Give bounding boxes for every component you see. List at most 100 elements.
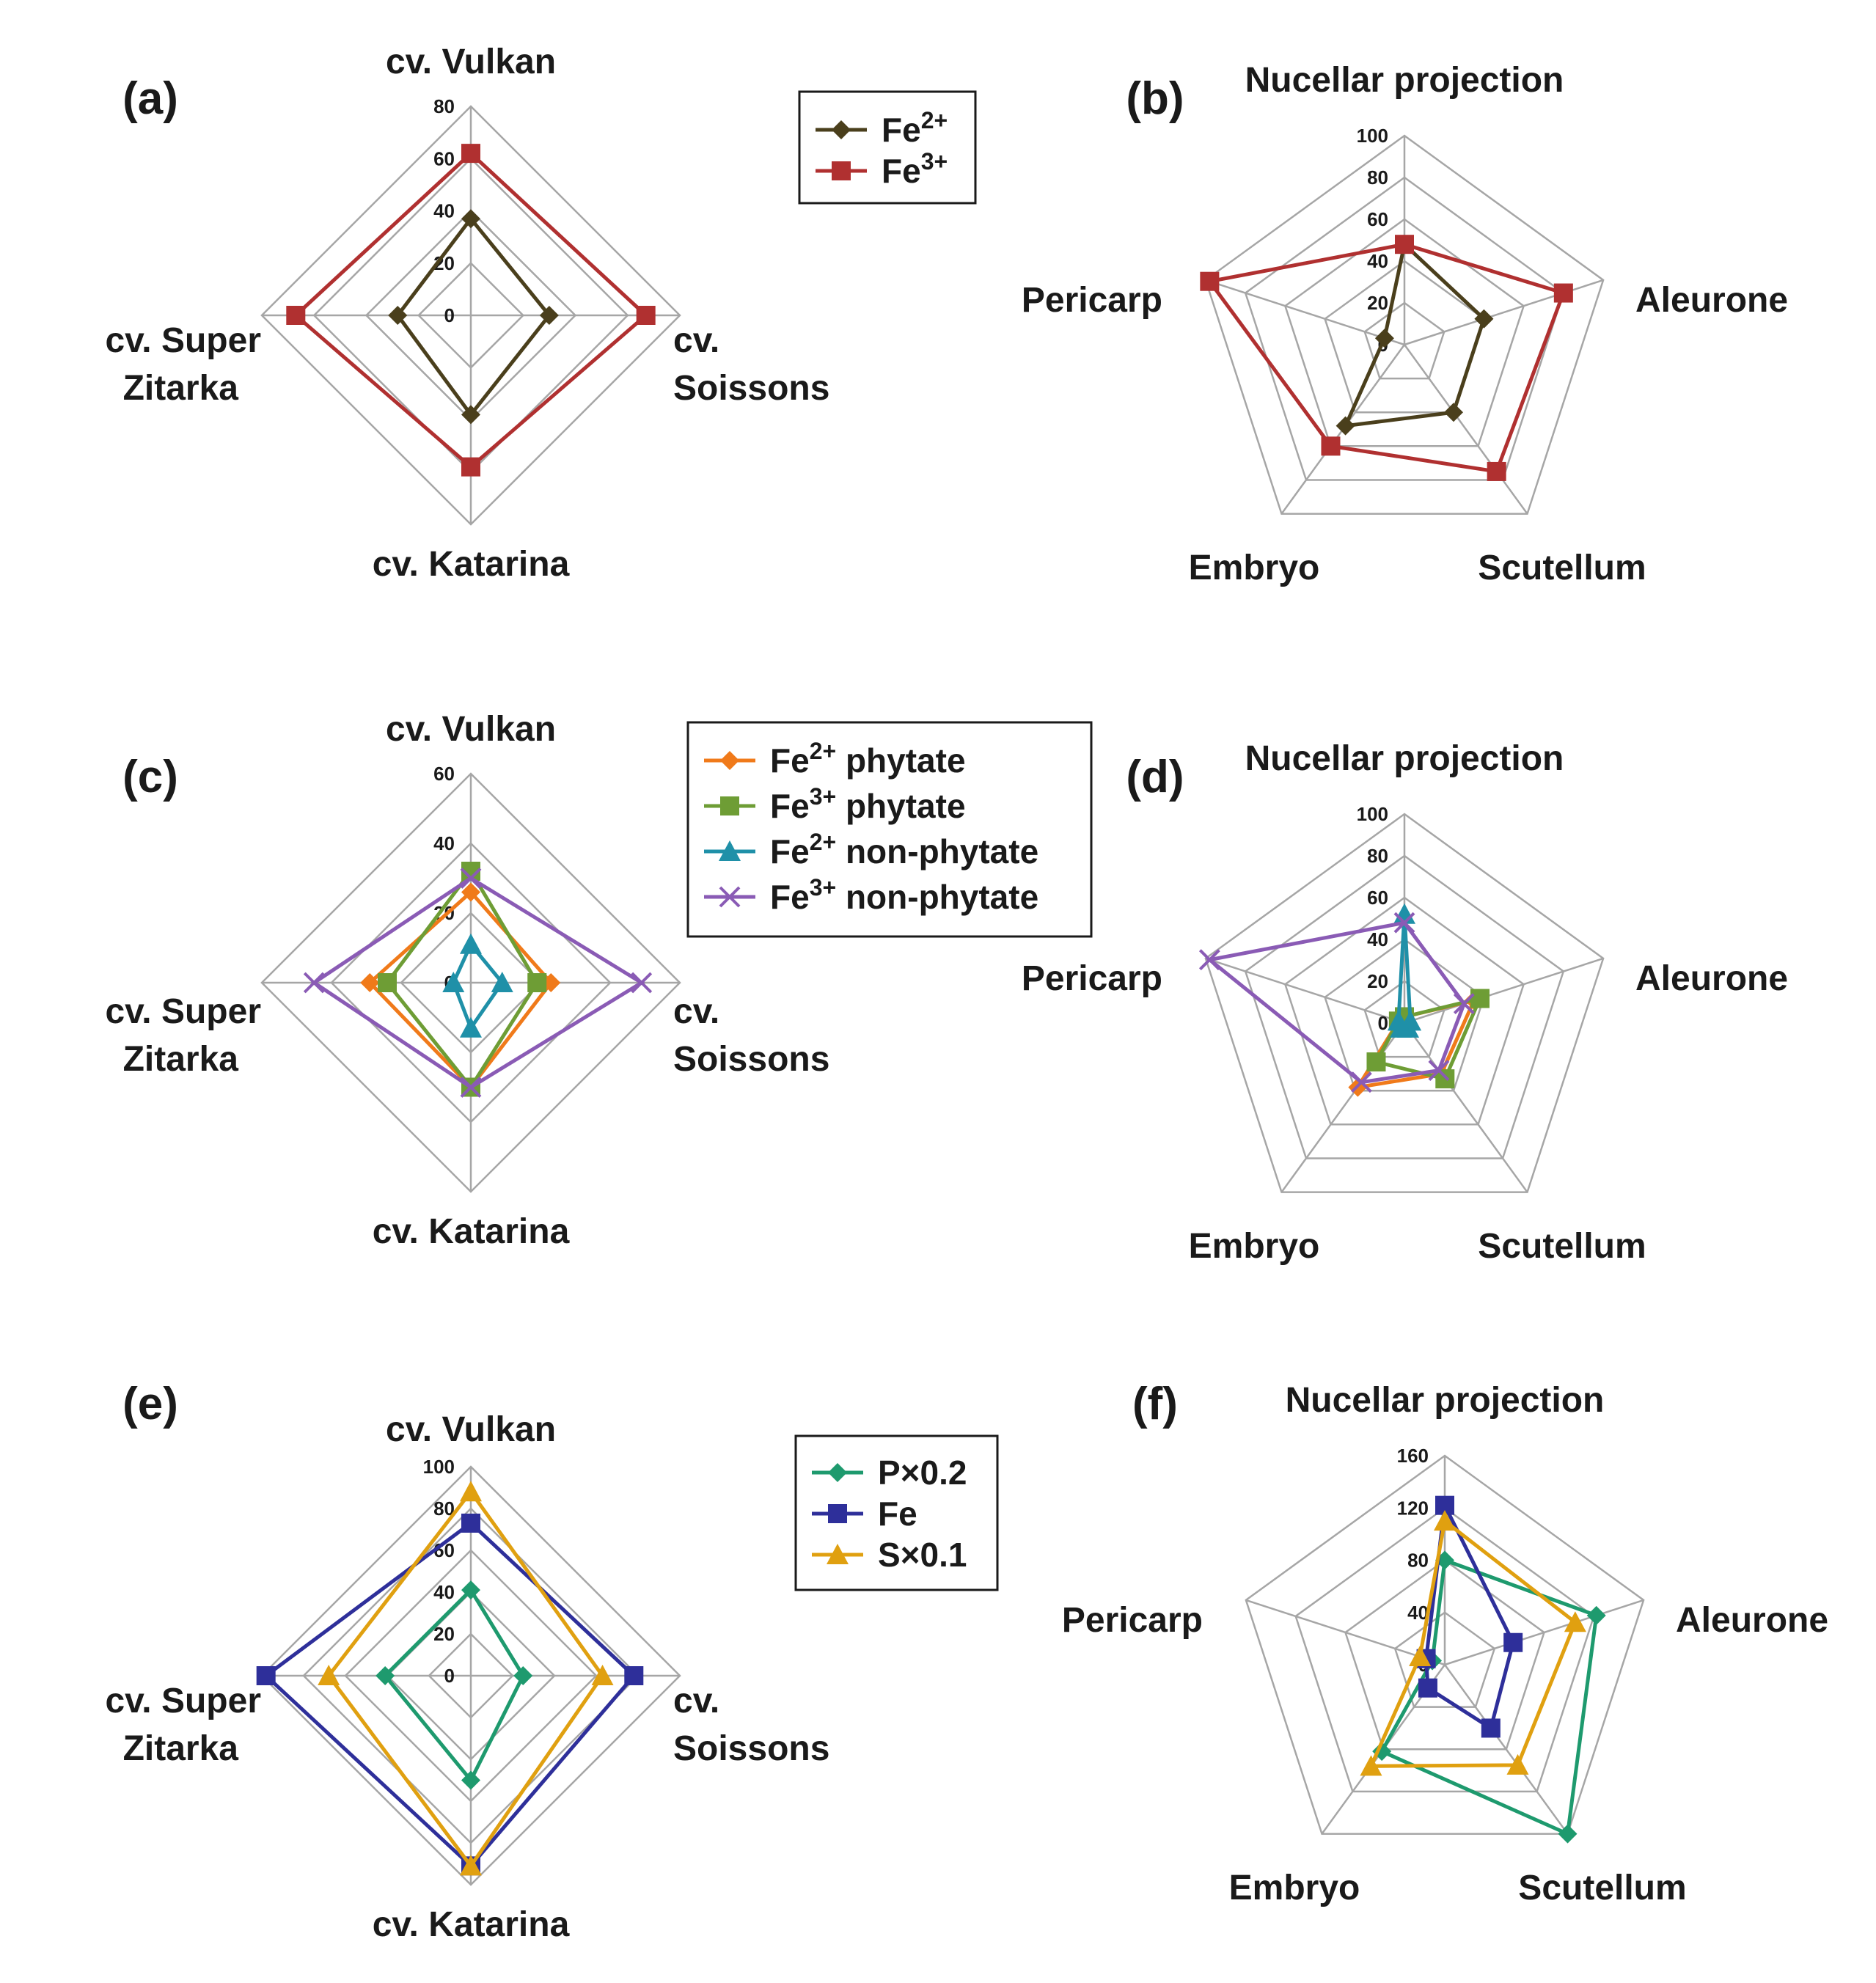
- grid-spoke: [1403, 344, 1528, 515]
- axis-label: Soissons: [673, 1040, 829, 1079]
- grid-spoke: [1404, 279, 1604, 346]
- tick-label: 60: [1367, 887, 1388, 909]
- axis-label: cv. Vulkan: [386, 710, 556, 749]
- axis-label: Scutellum: [1518, 1869, 1686, 1907]
- axis-label: cv. Katarina: [373, 1905, 570, 1944]
- data-point: [1553, 283, 1573, 303]
- data-point: [360, 973, 380, 992]
- tick-label: 120: [1397, 1497, 1429, 1519]
- legend-label: Fe2+: [882, 107, 948, 149]
- tick-label: 160: [1397, 1445, 1429, 1467]
- axis-label: Nucellar projection: [1245, 61, 1564, 100]
- legend-marker: [719, 840, 741, 861]
- legend-box: [686, 721, 1093, 938]
- panel-label: (a): [122, 73, 178, 124]
- legend-marker: [827, 1544, 849, 1564]
- data-point: [1487, 461, 1506, 481]
- grid-ring: [1363, 980, 1446, 1058]
- series-Fe3-non-phytate: [1198, 912, 1475, 1093]
- axis-label: Zitarka: [123, 369, 239, 408]
- series-P-0-2: [375, 1580, 533, 1790]
- axis-label: cv. Vulkan: [386, 1410, 556, 1449]
- radar-panel-f: 04080120160(f)Nucellar projectionAleuron…: [1062, 1379, 1828, 1907]
- series-Fe3-phytate: [378, 862, 547, 1097]
- data-point: [461, 1580, 480, 1600]
- grid-ring: [1283, 896, 1525, 1126]
- legend-a: Fe2+Fe3+: [798, 90, 977, 205]
- grid-spoke: [1205, 957, 1405, 1025]
- grid-ring: [1204, 134, 1605, 515]
- panel-label: (d): [1126, 752, 1184, 802]
- axis-label: Scutellum: [1478, 1227, 1646, 1266]
- tick-label: 80: [1367, 845, 1388, 867]
- data-point: [1506, 1753, 1529, 1775]
- axis-label: Embryo: [1189, 1227, 1320, 1266]
- legend-label: P×0.2: [878, 1454, 967, 1492]
- series-line: [326, 1489, 605, 1869]
- tick-label: 0: [444, 1665, 455, 1687]
- data-point: [491, 972, 513, 992]
- axis-label: cv.: [673, 992, 719, 1031]
- legend-label: Fe3+: [882, 148, 948, 190]
- grid-spoke: [1443, 1664, 1569, 1835]
- tick-label: 100: [1357, 125, 1388, 147]
- series-line: [1379, 1558, 1599, 1837]
- axis-label: cv. Super: [105, 1682, 261, 1720]
- grid-ring: [1244, 176, 1565, 481]
- legend-marker: [828, 1463, 847, 1482]
- axis-label: Nucellar projection: [1286, 1381, 1605, 1420]
- data-point: [1503, 1632, 1523, 1652]
- tick-label: 0: [1378, 1012, 1388, 1034]
- legend-marker: [832, 120, 851, 139]
- axis-label: Embryo: [1229, 1869, 1360, 1907]
- data-point: [442, 972, 465, 992]
- legend-label: Fe: [878, 1495, 917, 1533]
- data-point: [1350, 1071, 1372, 1093]
- grid-ring: [1393, 1611, 1496, 1708]
- data-point: [1428, 1060, 1450, 1081]
- data-point: [461, 882, 480, 902]
- series-Fe3-: [286, 144, 656, 477]
- tick-label: 60: [433, 147, 455, 169]
- series-line: [1424, 1499, 1515, 1731]
- legend-label: Fe2+ phytate: [770, 738, 966, 780]
- series-line: [1373, 995, 1484, 1082]
- data-point: [513, 1666, 533, 1685]
- grid-spoke: [1280, 1022, 1406, 1193]
- tick-label: 60: [433, 763, 455, 785]
- grid-spoke: [1444, 1599, 1644, 1666]
- axis-label: Pericarp: [1062, 1601, 1203, 1640]
- series-Fe3-: [1200, 235, 1573, 481]
- data-point: [1434, 1510, 1456, 1531]
- series-S-0-1: [1360, 1510, 1586, 1776]
- data-point: [1335, 416, 1355, 436]
- tick-label: 60: [1367, 208, 1388, 230]
- data-point: [631, 972, 653, 994]
- grid-spoke: [1245, 1599, 1446, 1666]
- tick-label: 40: [1367, 928, 1388, 950]
- legend-marker: [719, 886, 741, 908]
- data-point: [539, 306, 559, 325]
- axis-label: Scutellum: [1478, 549, 1646, 587]
- data-point: [1470, 989, 1490, 1008]
- data-point: [460, 1077, 482, 1098]
- tick-label: 40: [433, 832, 455, 854]
- tick-label: 0: [444, 304, 455, 326]
- panel-label: (b): [1126, 73, 1184, 124]
- data-point: [1393, 912, 1415, 934]
- data-point: [1200, 271, 1220, 291]
- grid-ring: [1244, 854, 1565, 1159]
- axis-label: cv. Super: [105, 321, 261, 360]
- tick-label: 40: [433, 1581, 455, 1603]
- data-point: [461, 209, 480, 229]
- data-point: [378, 973, 397, 992]
- tick-label: 20: [1367, 292, 1388, 314]
- data-point: [1418, 1678, 1437, 1698]
- grid-ring: [1344, 1558, 1545, 1751]
- grid-spoke: [1205, 279, 1405, 346]
